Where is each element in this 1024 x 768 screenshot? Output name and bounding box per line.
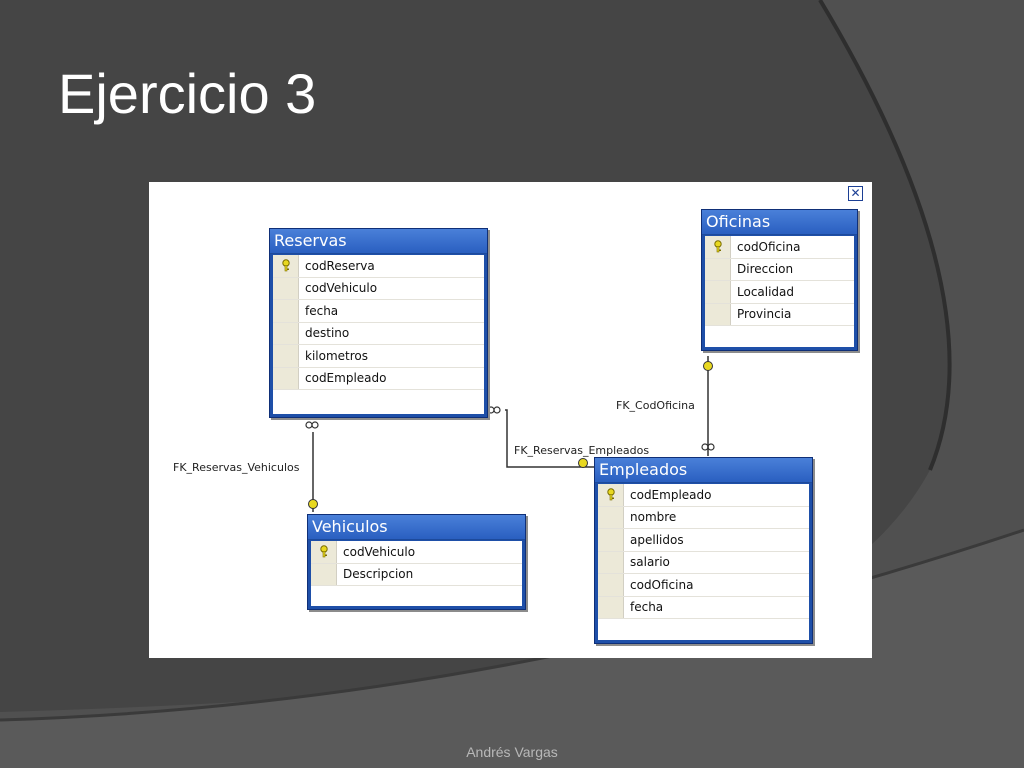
table-column-row[interactable]: salario: [598, 551, 809, 574]
table-column-row[interactable]: nombre: [598, 506, 809, 529]
table-column-row[interactable]: destino: [273, 322, 484, 345]
primary-key-icon: [713, 240, 722, 253]
table-column-row[interactable]: Localidad: [705, 281, 854, 304]
table-column-row[interactable]: Descripcion: [311, 563, 522, 586]
table-column-row[interactable]: codEmpleado: [273, 367, 484, 390]
many-end-icon: [707, 443, 715, 451]
column-list: codVehiculo Descripcion: [311, 541, 522, 606]
table-reservas[interactable]: Reservas codReserva codVehiculo fecha de…: [269, 228, 488, 418]
table-title: Empleados: [595, 458, 812, 483]
table-column-row[interactable]: codOficina: [598, 574, 809, 597]
close-diagram-button[interactable]: ✕: [848, 186, 863, 201]
slide-footer-author: Andrés Vargas: [466, 744, 558, 760]
column-list: codEmpleado nombre apellidos salario cod…: [598, 484, 809, 640]
many-end-icon: [305, 421, 313, 429]
table-column-row[interactable]: codReserva: [273, 255, 484, 278]
primary-key-icon: [606, 488, 615, 501]
primary-key-icon: [281, 259, 290, 272]
table-column-row[interactable]: codOficina: [705, 236, 854, 259]
table-vehiculos[interactable]: Vehiculos codVehiculo Descripcion: [307, 514, 526, 610]
slide-title: Ejercicio 3: [58, 62, 317, 125]
table-column-row[interactable]: codVehiculo: [311, 541, 522, 564]
table-oficinas[interactable]: Oficinas codOficina Direccion Localidad …: [701, 209, 858, 351]
table-column-row[interactable]: Direccion: [705, 258, 854, 281]
table-column-row[interactable]: codEmpleado: [598, 484, 809, 507]
table-column-row[interactable]: Provincia: [705, 303, 854, 326]
relationship-label-codoficina: FK_CodOficina: [616, 399, 695, 412]
relationship-label-reservas-empleados: FK_Reservas_Empleados: [514, 444, 650, 457]
column-list: codOficina Direccion Localidad Provincia: [705, 236, 854, 347]
one-end-icon: [578, 458, 588, 468]
one-end-icon: [308, 499, 318, 509]
table-column-row[interactable]: fecha: [273, 300, 484, 323]
many-end-icon: [311, 421, 319, 429]
table-title: Oficinas: [702, 210, 857, 235]
table-empleados[interactable]: Empleados codEmpleado nombre apellidos s…: [594, 457, 813, 644]
relationship-lines: [305, 356, 715, 512]
many-end-icon: [493, 406, 501, 414]
relationship-label-reservas-vehiculos: FK_Reservas_Vehiculos: [173, 461, 300, 474]
table-column-row[interactable]: kilometros: [273, 345, 484, 368]
table-column-row[interactable]: apellidos: [598, 529, 809, 552]
table-title: Reservas: [270, 229, 487, 254]
close-icon: ✕: [850, 186, 861, 200]
table-column-row[interactable]: fecha: [598, 596, 809, 619]
column-list: codReserva codVehiculo fecha destino kil…: [273, 255, 484, 414]
database-diagram[interactable]: FK_Reservas_Vehiculos FK_Reservas_Emplea…: [149, 182, 872, 658]
one-end-icon: [703, 361, 713, 371]
table-title: Vehiculos: [308, 515, 525, 540]
many-end-icon: [701, 443, 709, 451]
table-column-row[interactable]: codVehiculo: [273, 277, 484, 300]
primary-key-icon: [319, 545, 328, 558]
many-end-icon: [487, 406, 495, 414]
